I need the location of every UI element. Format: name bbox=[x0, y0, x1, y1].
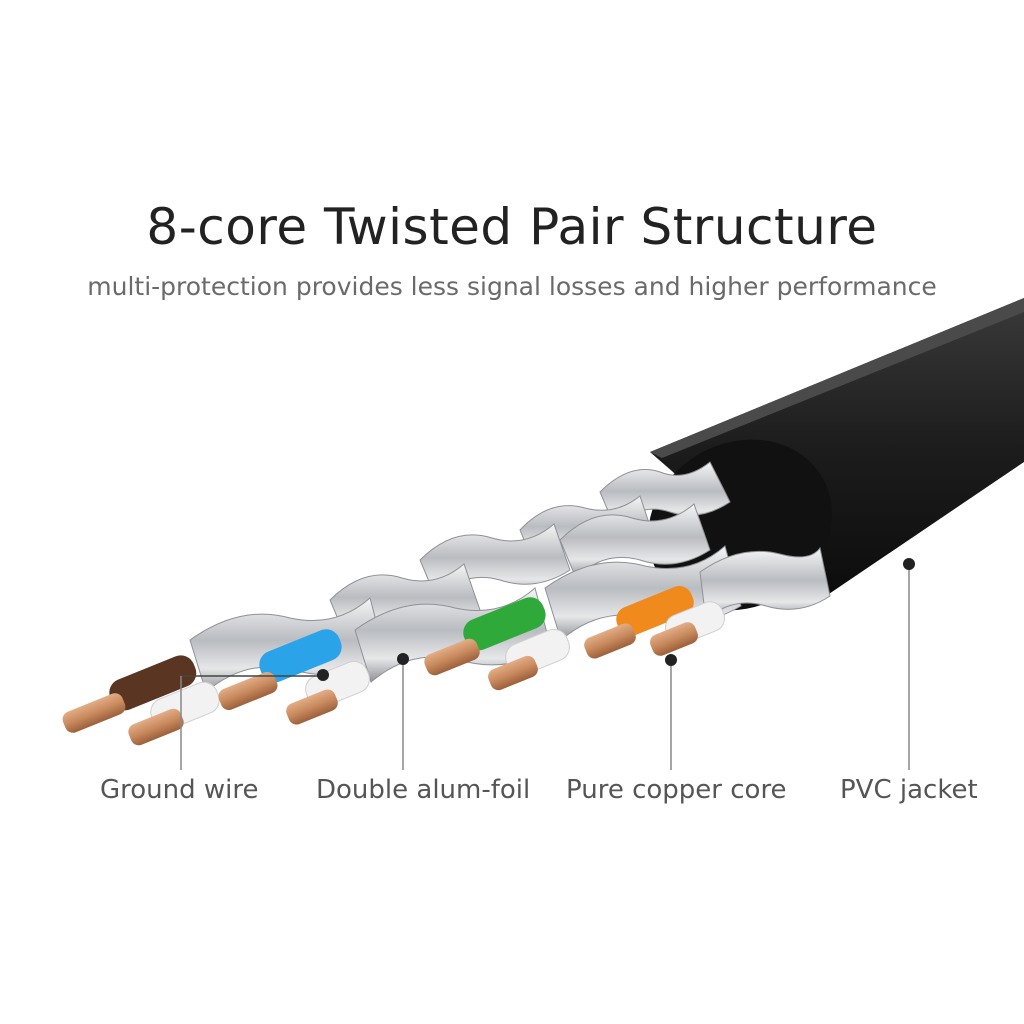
double-alum-foil-label: Double alum-foil bbox=[316, 775, 531, 805]
pure-copper-core-label: Pure copper core bbox=[566, 775, 787, 805]
callout-leaders bbox=[180, 558, 915, 770]
ground-wire-label: Ground wire bbox=[100, 775, 259, 805]
page-title: 8-core Twisted Pair Structure bbox=[146, 198, 878, 256]
pvc-jacket-label: PVC jacket bbox=[840, 775, 978, 805]
page-subtitle: multi-protection provides less signal lo… bbox=[87, 272, 937, 301]
copper-cores bbox=[62, 622, 698, 746]
